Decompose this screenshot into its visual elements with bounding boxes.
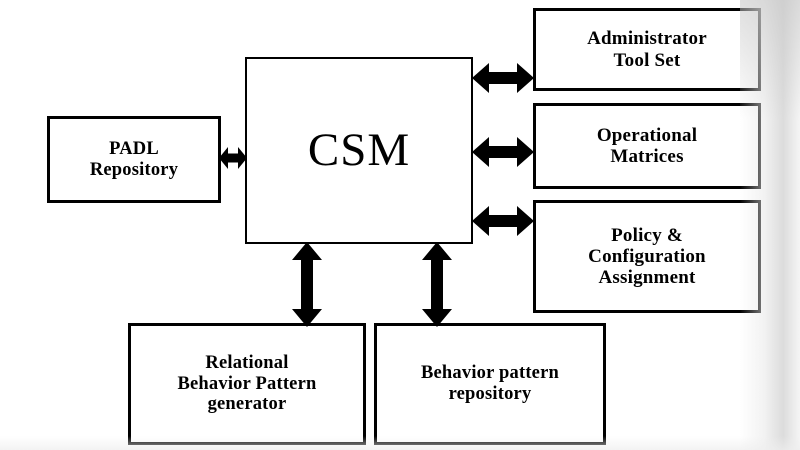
node-operational-matrices[interactable]: Operational Matrices: [533, 103, 761, 189]
arrow-csm-to-policy-configuration-assignment: [472, 205, 534, 237]
arrow-csm-to-relational-behavior-pattern-generator: [291, 242, 323, 327]
node-operational-matrices-label: Operational Matrices: [596, 124, 698, 167]
node-administrator-tool-set[interactable]: Administrator Tool Set: [533, 8, 761, 91]
arrow-csm-to-behavior-pattern-repository: [421, 242, 453, 327]
node-behavior-pattern-repository-label: Behavior pattern repository: [420, 363, 559, 404]
node-padl-repository-label: PADL Repository: [89, 138, 179, 180]
node-administrator-tool-set-label: Administrator Tool Set: [587, 28, 707, 71]
node-padl-repository[interactable]: PADL Repository: [47, 116, 221, 203]
node-policy-configuration-assignment[interactable]: Policy & Configuration Assignment: [533, 200, 761, 313]
arrow-padl-repository-to-csm: [219, 145, 247, 171]
node-relational-behavior-pattern-generator-label: Relational Behavior Pattern generator: [177, 352, 317, 415]
arrow-csm-to-administrator-tool-set: [472, 62, 534, 94]
arrow-csm-to-operational-matrices: [472, 136, 534, 168]
node-csm-label: CSM: [307, 124, 411, 177]
node-relational-behavior-pattern-generator[interactable]: Relational Behavior Pattern generator: [128, 323, 366, 445]
node-behavior-pattern-repository[interactable]: Behavior pattern repository: [374, 323, 606, 445]
node-policy-configuration-assignment-label: Policy & Configuration Assignment: [588, 224, 706, 289]
node-csm[interactable]: CSM: [245, 57, 473, 244]
